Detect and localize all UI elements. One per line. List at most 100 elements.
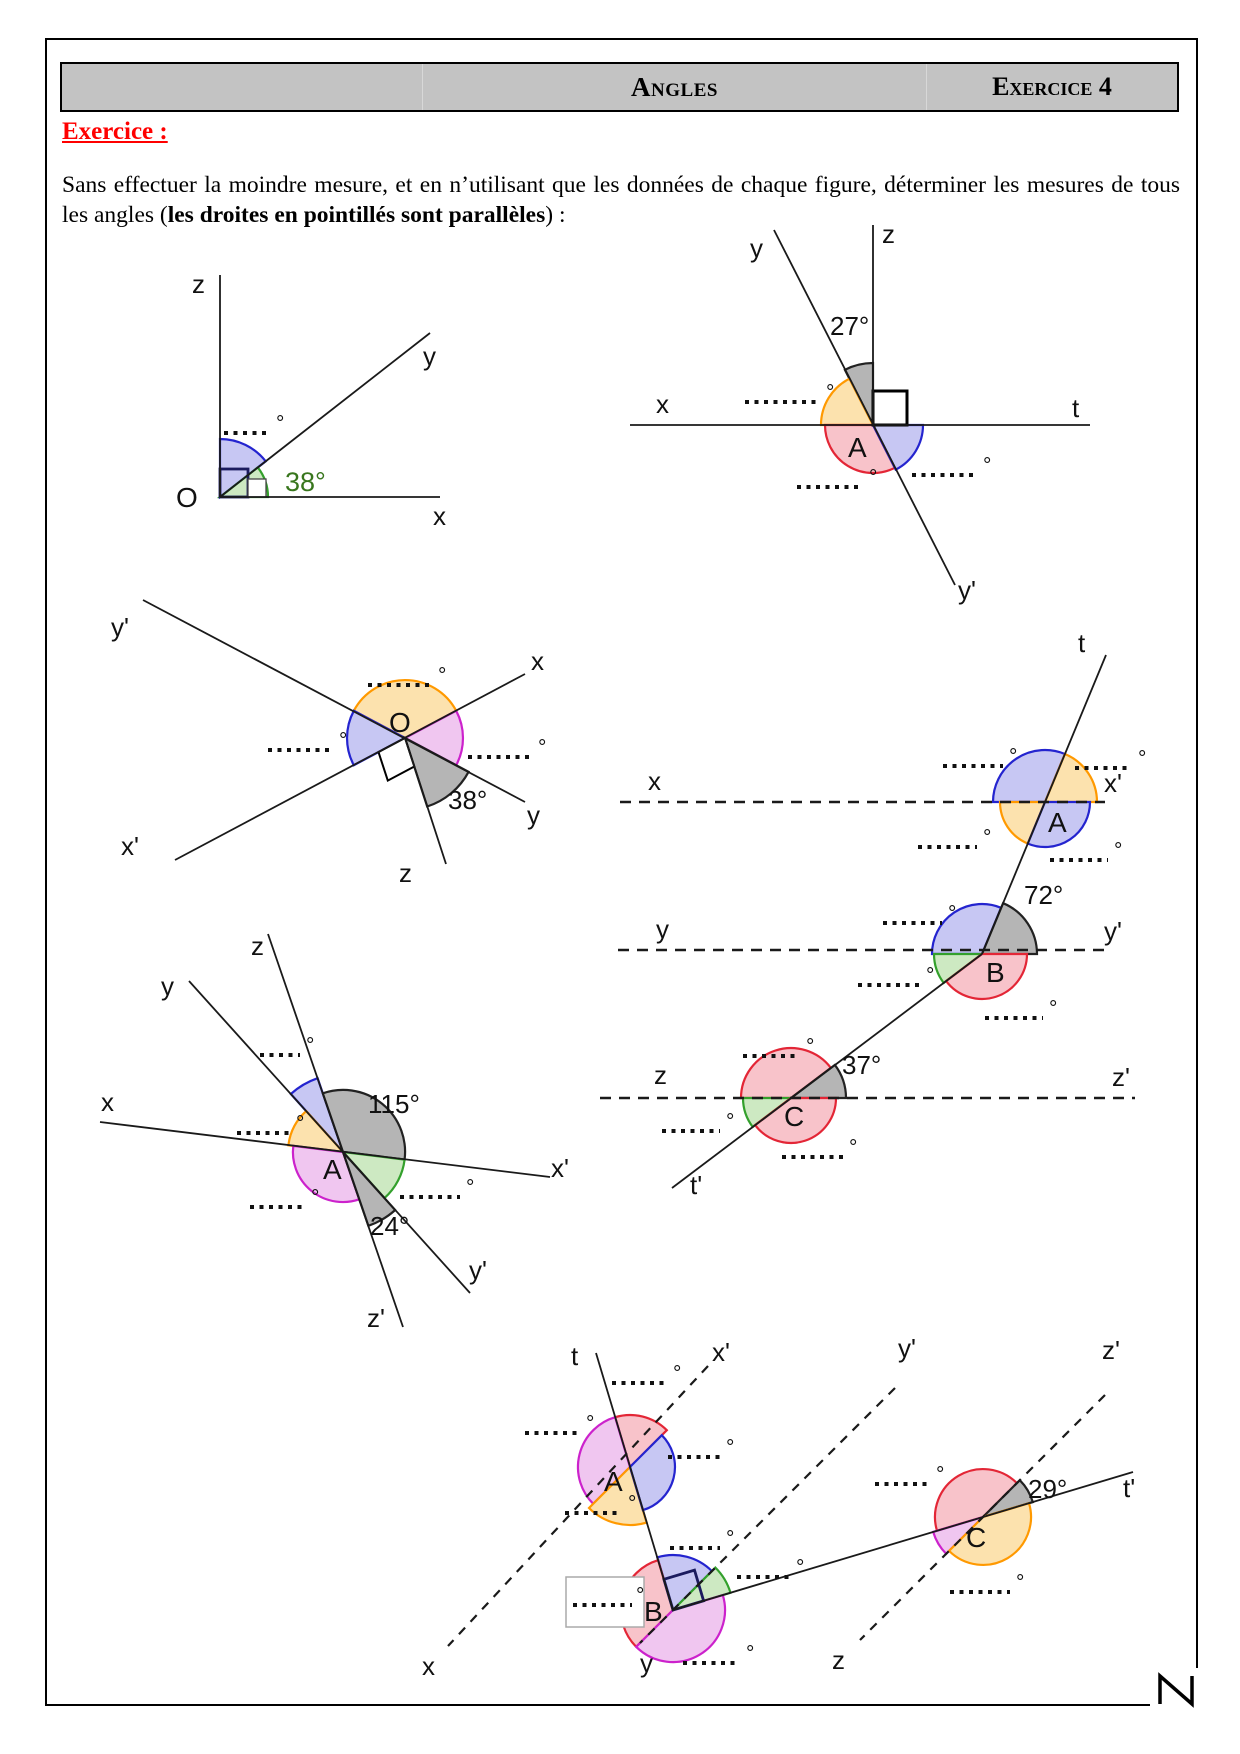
fig1-small-square-mark bbox=[247, 478, 267, 498]
fig6-label-z: z bbox=[832, 1645, 845, 1675]
fig4-label-z-prime: z' bbox=[367, 1303, 385, 1333]
fig4-magenta-sector bbox=[291, 1144, 361, 1204]
fig6-label-y-prime: y' bbox=[898, 1333, 916, 1363]
fig5-label-y: y bbox=[656, 914, 669, 944]
fig3-label-o: O bbox=[389, 707, 411, 738]
figure-2: ° ° ° 27° z y t x y' A bbox=[630, 219, 1090, 605]
figure-4: ° ° ° ° 115° 24° z y x x' y' z' A bbox=[99, 931, 569, 1333]
answer-blank-degree: ° bbox=[726, 1110, 734, 1133]
instructions-bold: les droites en pointillés sont parallèle… bbox=[167, 202, 546, 229]
answer-blank-degree: ° bbox=[311, 1186, 319, 1209]
fig6-xx-parallel-line bbox=[447, 1365, 709, 1647]
answer-blank-degree: ° bbox=[726, 1436, 734, 1459]
fig2-label-t: t bbox=[1072, 393, 1080, 423]
answer-blank-degree: ° bbox=[1049, 997, 1057, 1020]
answer-blank-degree: ° bbox=[746, 1642, 754, 1665]
fig2-label-a: A bbox=[848, 432, 867, 463]
fig1-y-ray bbox=[219, 332, 431, 498]
fig6-answer-box bbox=[565, 1576, 645, 1628]
fig1-label-o: O bbox=[176, 482, 198, 513]
answer-blank-degree: ° bbox=[586, 1412, 594, 1435]
answer-blank-degree: ° bbox=[869, 466, 877, 489]
fig5-label-t-prime: t' bbox=[690, 1170, 702, 1200]
fig5-a-orange-ne-sector bbox=[1043, 752, 1099, 804]
fig2-red-sector bbox=[823, 423, 897, 475]
page-border bbox=[45, 38, 1198, 1706]
answer-blank-degree: ° bbox=[538, 736, 546, 759]
fig4-gray-115-sector bbox=[321, 1088, 407, 1161]
fig5-transversal-upper bbox=[981, 654, 1107, 955]
fig4-angle-115: 115° bbox=[368, 1089, 420, 1119]
answer-blank-degree: ° bbox=[628, 1492, 636, 1515]
fig6-b-blue-sector bbox=[655, 1553, 714, 1613]
fig3-magenta-sector bbox=[402, 709, 464, 767]
fig4-label-y-prime: y' bbox=[469, 1255, 487, 1285]
fig2-label-y: y bbox=[750, 233, 763, 263]
answer-blank-degree: ° bbox=[1016, 1571, 1024, 1594]
fig2-right-angle-mark bbox=[871, 389, 909, 427]
fig5-a-orange-sw-sector bbox=[998, 800, 1047, 846]
fig2-label-x: x bbox=[656, 389, 669, 419]
answer-blank-degree: ° bbox=[636, 1584, 644, 1607]
fig4-label-a: A bbox=[323, 1154, 342, 1185]
header-spacer bbox=[62, 64, 423, 110]
fig5-label-z-prime: z' bbox=[1112, 1062, 1130, 1092]
page-title: Angles bbox=[631, 71, 718, 102]
fig2-label-y-prime: y' bbox=[958, 575, 976, 605]
fig3-label-y: y bbox=[527, 800, 540, 830]
header-bar: Angles Exercice 4 bbox=[60, 62, 1179, 112]
answer-blank-degree: ° bbox=[796, 1556, 804, 1579]
answer-blank-degree: ° bbox=[438, 664, 446, 687]
fig5-b-red-sector bbox=[944, 952, 1029, 1001]
answer-blank-degree: ° bbox=[936, 1463, 944, 1486]
fig5-c-red-nw-sector bbox=[739, 1046, 833, 1100]
fig4-label-z: z bbox=[251, 931, 264, 961]
fig2-label-z: z bbox=[882, 219, 895, 249]
fig6-label-a: A bbox=[604, 1466, 623, 1497]
fig2-orange-sector bbox=[819, 377, 875, 427]
fig1-label-x: x bbox=[433, 501, 446, 531]
fig6-c-orange-sector bbox=[947, 1501, 1033, 1566]
answer-blank-degree: ° bbox=[339, 729, 347, 752]
fig3-label-y-prime: y' bbox=[111, 612, 129, 642]
fig6-label-b: B bbox=[644, 1596, 663, 1627]
figure-1: ° 38° z y x O bbox=[176, 269, 446, 531]
fig6-a-red-sector bbox=[613, 1413, 669, 1470]
corner-zigzag bbox=[1158, 1672, 1194, 1708]
answer-blank-degree: ° bbox=[306, 1034, 314, 1057]
fig3-label-x: x bbox=[531, 646, 544, 676]
fig1-label-z: z bbox=[192, 269, 205, 299]
answer-blank-degree: ° bbox=[826, 381, 834, 404]
fig6-yy-parallel-line bbox=[639, 1387, 896, 1644]
fig6-label-t-prime: t' bbox=[1123, 1473, 1135, 1503]
fig5-label-b: B bbox=[986, 957, 1005, 988]
page-corner-mark bbox=[1150, 1668, 1206, 1708]
fig6-c-red-sector bbox=[933, 1468, 1019, 1533]
fig4-yy-line bbox=[188, 980, 471, 1294]
fig6-angle-29: 29° bbox=[1028, 1474, 1067, 1504]
figure-3: ° ° ° 38° y' x x' y z O bbox=[111, 599, 546, 888]
answer-blank-degree: ° bbox=[276, 412, 284, 435]
fig6-label-x: x bbox=[422, 1651, 435, 1681]
fig4-xx-line bbox=[99, 1121, 551, 1178]
answer-blank-degree: ° bbox=[926, 964, 934, 987]
answer-blank-degree: ° bbox=[983, 454, 991, 477]
fig1-angle-value: 38° bbox=[285, 467, 326, 497]
fig5-label-x: x bbox=[648, 766, 661, 796]
answer-blank-degree: ° bbox=[673, 1362, 681, 1385]
figure-5: ° ° ° ° ° ° ° ° ° ° 72° 37° t x x' y y' … bbox=[600, 628, 1146, 1200]
fig5-label-z: z bbox=[654, 1060, 667, 1090]
fig5-transversal-lower bbox=[671, 953, 983, 1189]
fig3-z-ray bbox=[404, 737, 447, 865]
fig2-angle-value: 27° bbox=[830, 311, 869, 341]
fig5-label-c: C bbox=[784, 1101, 804, 1132]
fig6-a-blue-sector bbox=[628, 1433, 676, 1512]
fig5-label-y-prime: y' bbox=[1104, 916, 1122, 946]
fig2-yy-line bbox=[773, 229, 956, 586]
answer-blank-degree: ° bbox=[726, 1527, 734, 1550]
fig3-label-z: z bbox=[399, 858, 412, 888]
fig4-label-y: y bbox=[161, 971, 174, 1001]
answer-blank-degree: ° bbox=[806, 1035, 814, 1058]
answer-blank-degree: ° bbox=[1114, 839, 1122, 862]
